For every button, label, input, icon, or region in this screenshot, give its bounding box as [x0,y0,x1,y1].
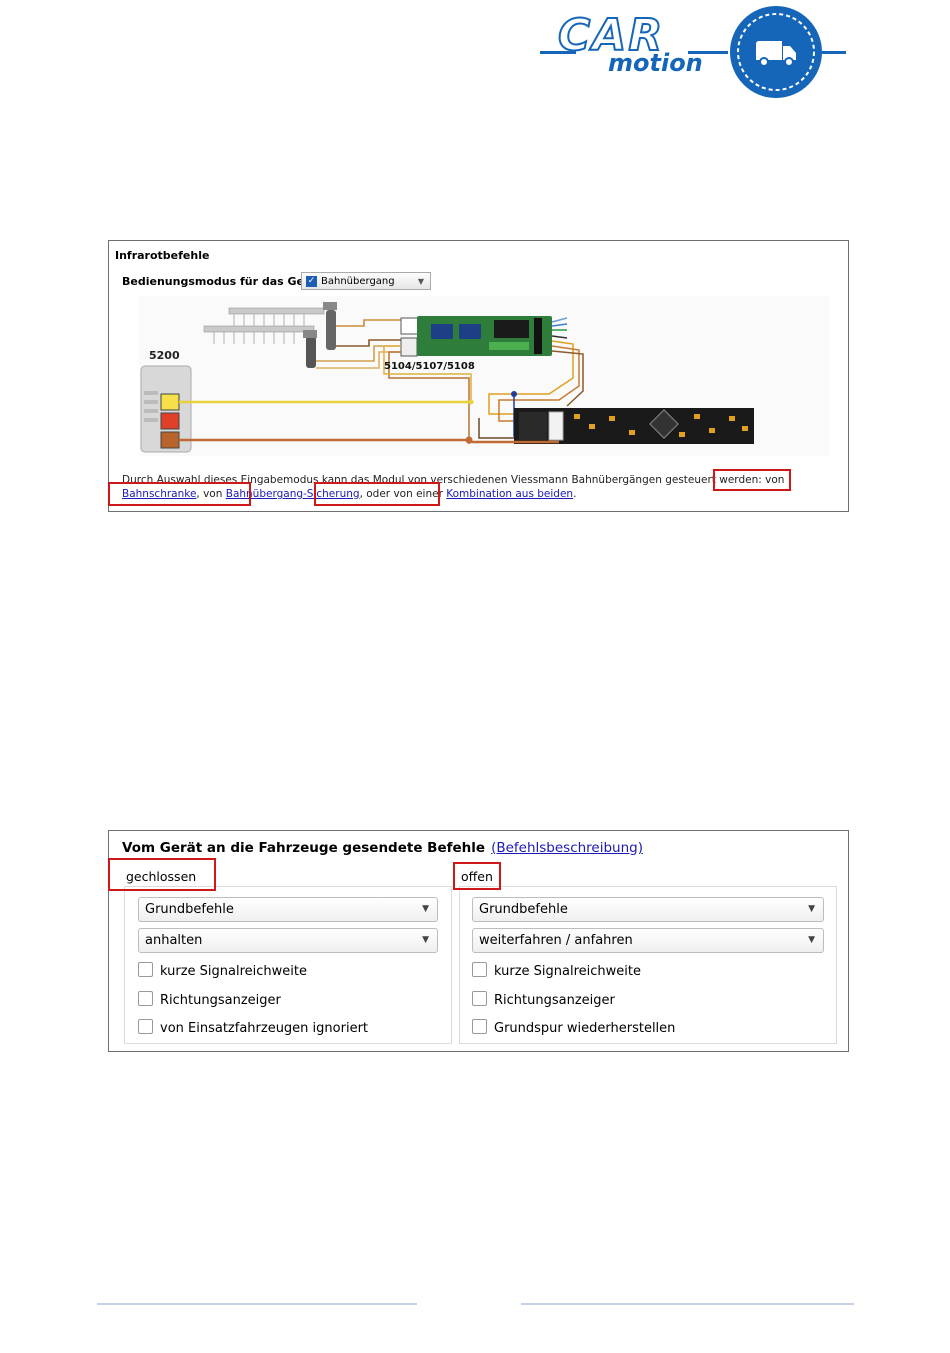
open-commands-box: Grundbefehle ▼ weiterfahren / anfahren ▼… [459,886,837,1044]
footer-line-right [521,1303,854,1305]
link-bahnschranke[interactable]: Bahnschranke [122,488,197,500]
checkbox[interactable] [472,962,487,977]
barrier-image [203,302,337,368]
carmotion-logo: CAR motion [538,4,850,102]
logo-line-mid [688,51,728,54]
checkbox-label: von Einsatzfahrzeugen ignoriert [160,1021,369,1036]
commands-title-text: Vom Gerät an die Fahrzeuge gesendete Bef… [122,840,486,856]
highlight-bahnschranke [713,469,791,491]
desc-text-1: Durch Auswahl dieses Eingabemodus kann d… [122,474,785,486]
highlight-offen [453,862,501,890]
checkbox-label: Richtungsanzeiger [494,993,615,1008]
label-offen: offen [461,869,493,884]
label-module: 5104/5107/5108 [384,361,475,372]
decoder-board [514,408,754,444]
label-gechlossen: gechlossen [126,869,197,884]
desc-text-2: , von [196,488,226,500]
logo-word-motion: motion [608,49,703,77]
closed-check-indicator[interactable]: Richtungsanzeiger [138,991,281,1009]
checkbox-label: Richtungsanzeiger [160,993,281,1008]
panel-title: Infrarotbefehle [115,249,210,262]
highlight-gechlossen [108,858,216,891]
open-command-group-value: Grundbefehle [479,902,568,917]
check-icon: ✓ [306,276,317,287]
logo-word-car: CAR [557,10,665,61]
checkbox[interactable] [138,962,153,977]
logo-line-left [540,51,576,54]
mode-select-value: Bahnübergang [321,276,395,287]
logo-line-right [822,51,846,54]
highlight-bahnuebergang-sicherung [108,482,251,506]
checkbox[interactable] [138,991,153,1006]
chevron-down-icon: ▼ [422,904,429,914]
open-check-restore-track[interactable]: Grundspur wiederherstellen [472,1019,675,1037]
link-bahnuebergang-sicherung[interactable]: Bahnübergang-Sicherung [225,488,360,500]
open-check-short-range[interactable]: kurze Signalreichweite [472,962,641,980]
closed-command-group-value: Grundbefehle [145,902,234,917]
desc-text-4: . [573,488,577,500]
chevron-down-icon: ▼ [808,935,815,945]
highlight-kombination [314,482,440,506]
desc-text-3: , oder von einer [359,488,447,500]
closed-command-group-select[interactable]: Grundbefehle ▼ [138,897,438,922]
label-5200: 5200 [149,349,180,362]
chevron-down-icon: ▼ [808,904,815,914]
wiring-diagram: 5200 5104/5107/5108 [139,296,829,456]
checkbox-label: Grundspur wiederherstellen [494,1021,676,1036]
mode-description: Durch Auswahl dieses Eingabemodus kann d… [122,473,838,501]
open-command-select[interactable]: weiterfahren / anfahren ▼ [472,928,824,953]
checkbox[interactable] [138,1019,153,1034]
footer-line-left [97,1303,417,1305]
mode-select[interactable]: ✓ Bahnübergang ▼ [301,272,431,290]
infrared-commands-screenshot: Infrarotbefehle Bedienungsmodus für das … [108,240,849,512]
truck-icon [730,6,822,98]
open-command-value: weiterfahren / anfahren [479,933,633,948]
chevron-down-icon: ▼ [422,935,429,945]
link-kombination[interactable]: Kombination aus beiden [446,488,574,500]
closed-command-select[interactable]: anhalten ▼ [138,928,438,953]
closed-check-emergency-ignored[interactable]: von Einsatzfahrzeugen ignoriert [138,1019,368,1037]
checkbox-label: kurze Signalreichweite [494,964,641,979]
mode-label: Bedienungsmodus für das Gerät [122,275,323,288]
module-board [400,316,552,357]
checkbox[interactable] [472,991,487,1006]
closed-check-short-range[interactable]: kurze Signalreichweite [138,962,307,980]
controller-wires [179,399,559,444]
closed-commands-box: Grundbefehle ▼ anhalten ▼ kurze Signalre… [124,886,452,1044]
chevron-down-icon: ▼ [417,277,424,286]
commands-title: Vom Gerät an die Fahrzeuge gesendete Bef… [122,840,643,856]
checkbox-label: kurze Signalreichweite [160,964,307,979]
vehicle-commands-screenshot: Vom Gerät an die Fahrzeuge gesendete Bef… [108,830,849,1052]
link-befehlsbeschreibung[interactable]: (Befehlsbeschreibung) [491,840,644,856]
controller-5200: 5200 [140,349,192,453]
module-wires [383,317,659,444]
checkbox[interactable] [472,1019,487,1034]
closed-command-value: anhalten [145,933,203,948]
open-check-indicator[interactable]: Richtungsanzeiger [472,991,615,1009]
open-command-group-select[interactable]: Grundbefehle ▼ [472,897,824,922]
